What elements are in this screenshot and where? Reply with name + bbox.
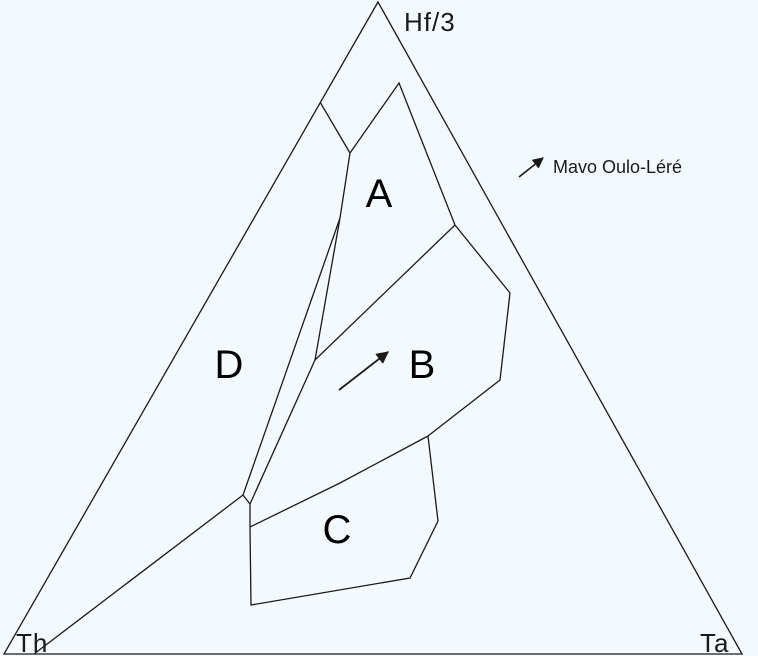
legend: Mavo Oulo-Léré <box>518 157 682 178</box>
ternary-frame <box>2 0 744 655</box>
field-label-c: C <box>323 508 352 552</box>
boundary-d-upper <box>319 101 351 154</box>
boundary-a-outline <box>349 81 456 226</box>
boundary-bc <box>249 435 429 528</box>
vertex-label-ta: Ta <box>700 628 729 656</box>
field-label-a: A <box>366 172 393 216</box>
field-label-b: B <box>409 343 436 387</box>
sample-arrow-icon <box>338 351 389 391</box>
boundary-a-left <box>314 152 351 361</box>
field-label-d: D <box>215 343 244 387</box>
legend-arrow-icon <box>518 157 544 178</box>
boundary-b-right <box>427 224 511 437</box>
legend-label: Mavo Oulo-Léré <box>553 157 682 177</box>
boundary-b-left <box>249 359 316 527</box>
boundary-c-outline <box>249 435 439 606</box>
boundary-d-right <box>242 217 341 505</box>
vertex-label-th: Th <box>16 628 48 656</box>
boundary-ab <box>314 224 456 361</box>
boundary-th-d <box>33 494 244 655</box>
vertex-label-hf3: Hf/3 <box>404 7 456 37</box>
